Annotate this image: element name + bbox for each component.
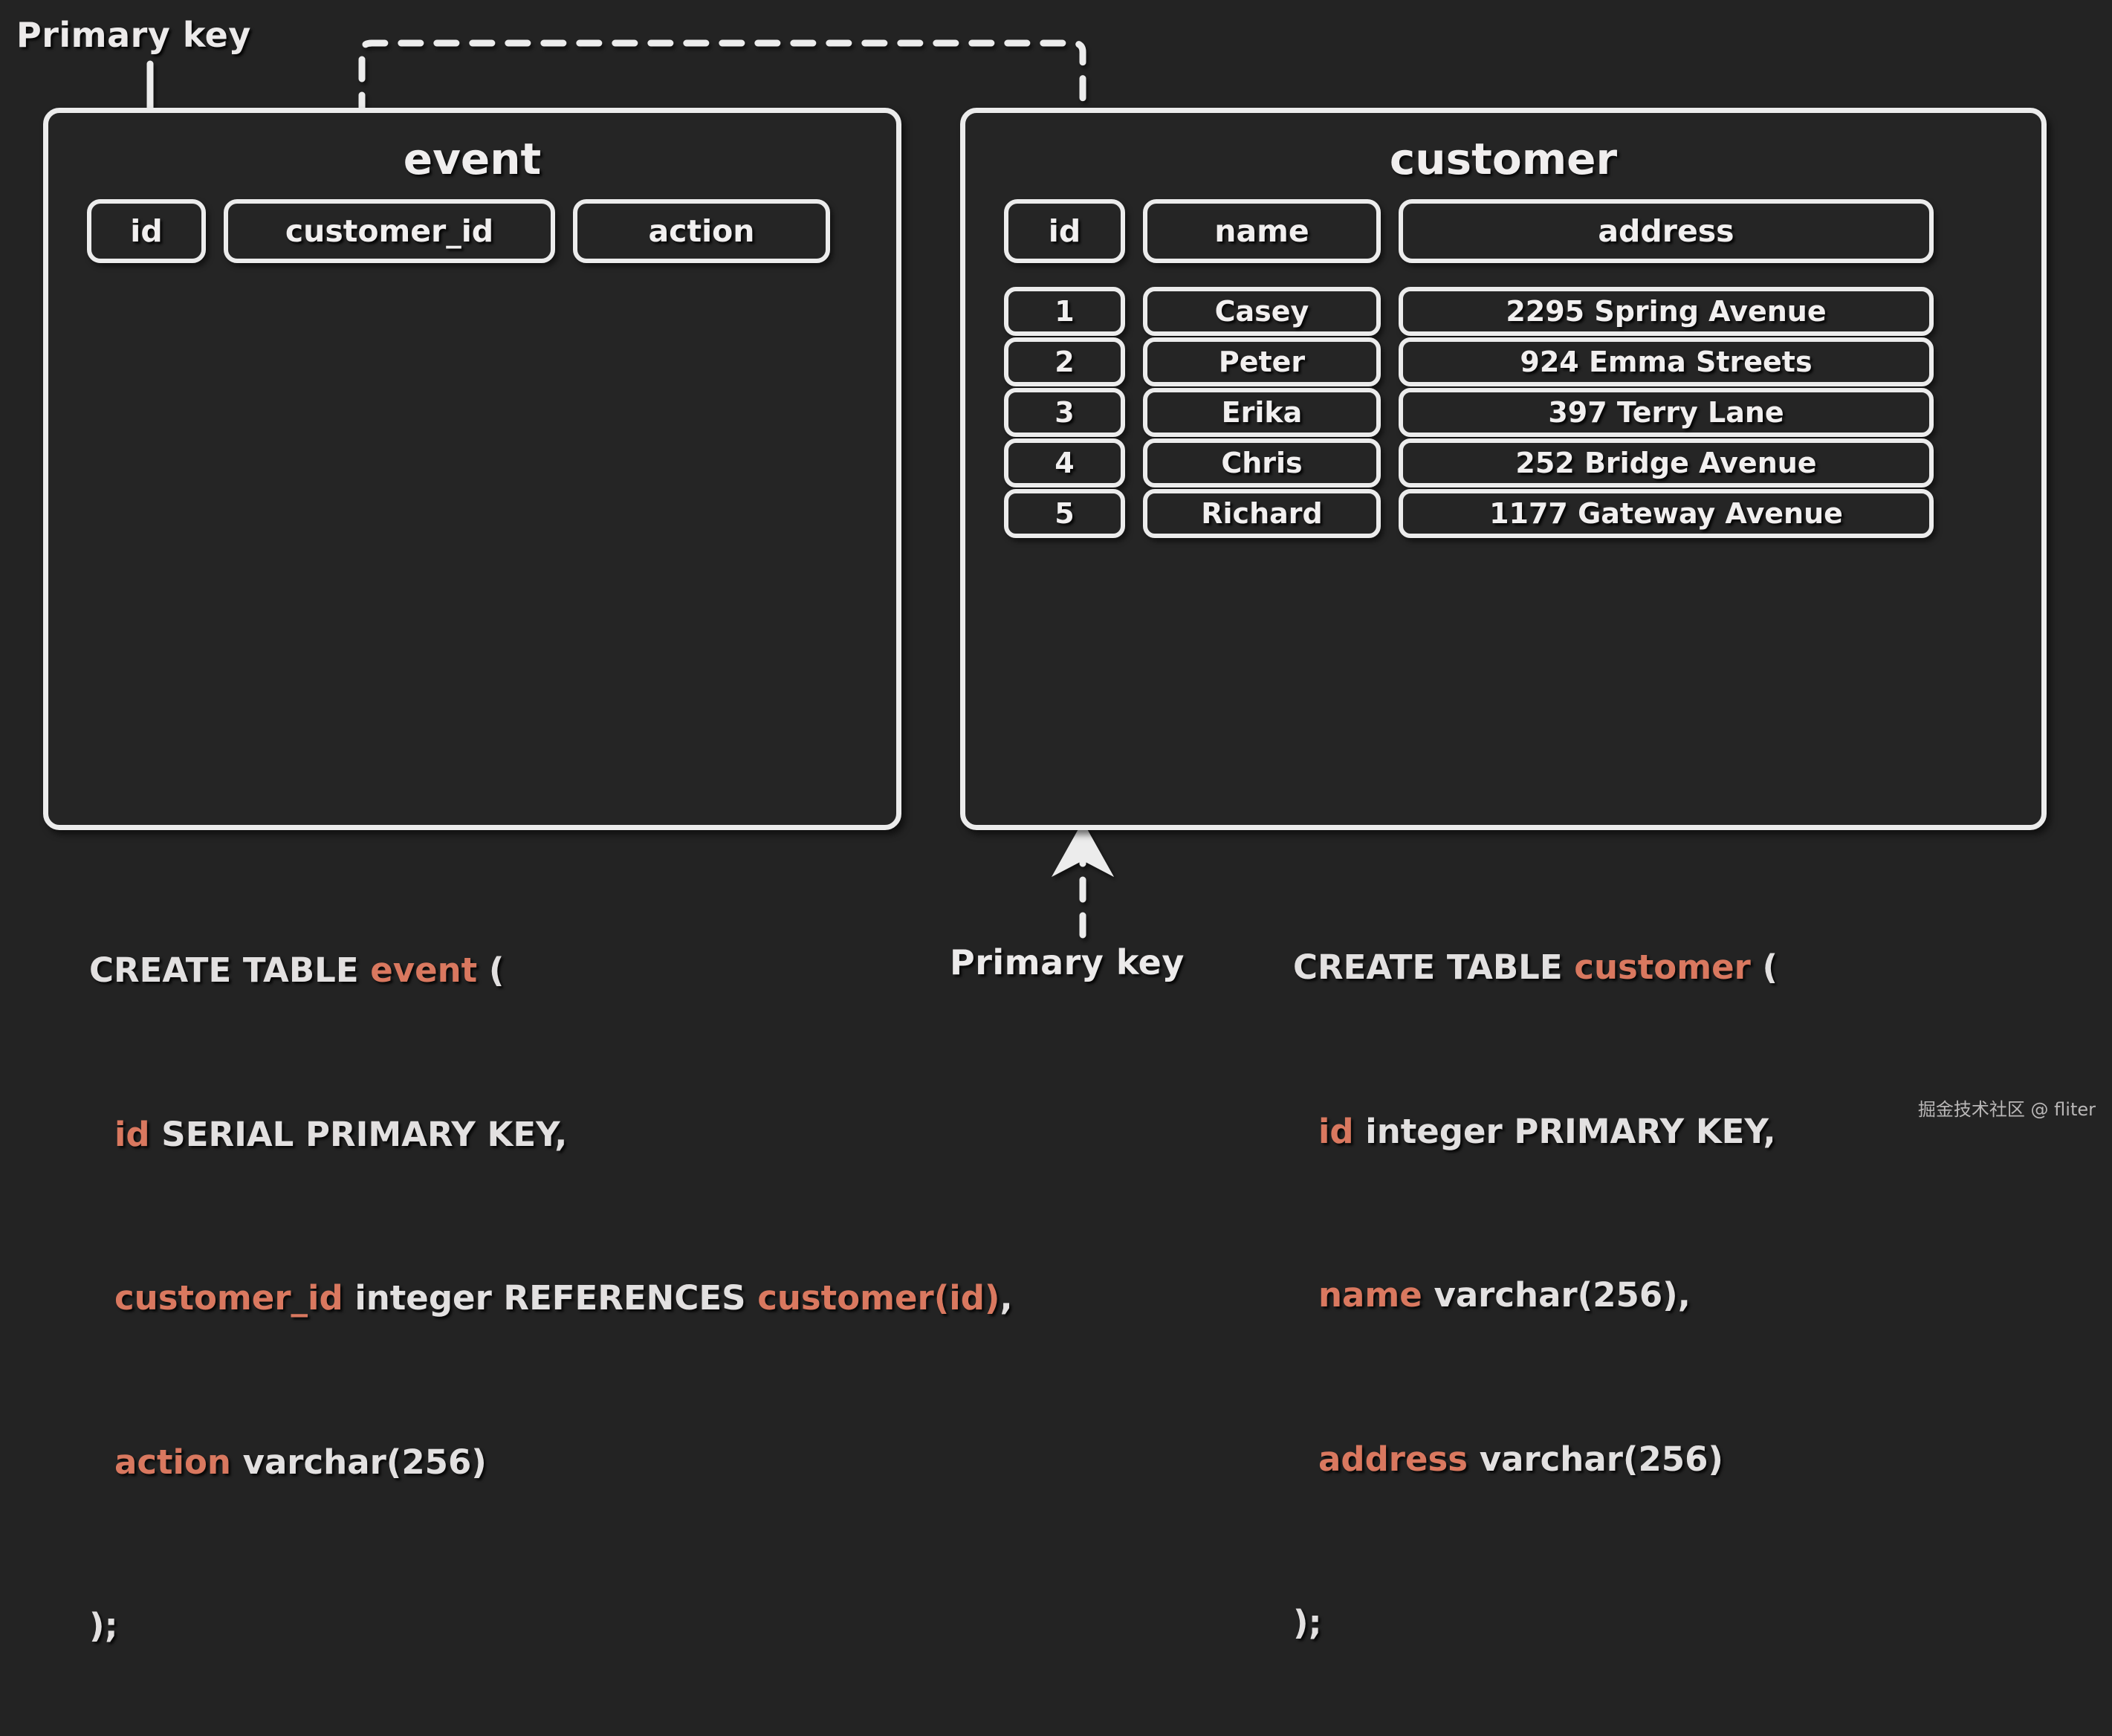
sql-line: address varchar(256) [1293,1439,1778,1494]
sql-identifier: id [1318,1111,1354,1151]
table-row: 1 Casey 2295 Spring Avenue [1004,287,1934,336]
sql-type: integer REFERENCES [343,1278,758,1318]
cell-customer-id: 1 [1004,287,1125,336]
table-row: 3 Erika 397 Terry Lane [1004,388,1934,437]
cell-customer-name: Chris [1143,438,1381,488]
cell-customer-name: Casey [1143,287,1381,336]
sql-type: SERIAL PRIMARY KEY, [149,1114,568,1154]
cell-customer-address: 397 Terry Lane [1399,388,1934,437]
table-title-event: event [403,134,542,184]
sql-line: name varchar(256), [1293,1277,1778,1330]
table-card-customer: customer id name address 1 Casey 2295 Sp… [960,108,2047,830]
sql-line: action varchar(256) [89,1442,1013,1497]
sql-line: ); [89,1607,1013,1661]
sql-punct: ( [1750,948,1778,987]
column-header-event-id[interactable]: id [87,199,206,263]
sql-line: customer_id integer REFERENCES customer(… [89,1280,1013,1333]
sql-identifier: name [1318,1275,1422,1315]
cell-customer-name: Erika [1143,388,1381,437]
column-header-customer-id[interactable]: id [1004,199,1125,263]
table-title-customer: customer [1389,134,1618,184]
diagram-canvas: Primary key Primary key event id custome… [16,15,2096,1645]
sql-punct: , [1000,1278,1013,1318]
column-header-customer-name[interactable]: name [1143,199,1381,263]
sql-identifier: customer_id [114,1278,343,1318]
sql-snippet-customer: CREATE TABLE customer ( id integer PRIMA… [1293,875,1778,1732]
table-header-row-customer: id name address [1004,199,1934,263]
sql-line: CREATE TABLE customer ( [1293,949,1778,1003]
table-row: 5 Richard 1177 Gateway Avenue [1004,489,1934,538]
cell-customer-address: 924 Emma Streets [1399,337,1934,386]
cell-customer-name: Richard [1143,489,1381,538]
sql-line: CREATE TABLE event ( [89,952,1013,1005]
sql-punct: ( [477,950,505,990]
sql-identifier: address [1318,1439,1468,1479]
table-card-event: event id customer_id action [43,108,901,830]
sql-type: integer PRIMARY KEY, [1353,1111,1776,1151]
table-row: 4 Chris 252 Bridge Avenue [1004,438,1934,488]
cell-customer-id: 3 [1004,388,1125,437]
column-header-customer-address[interactable]: address [1399,199,1934,263]
sql-type: varchar(256), [1422,1275,1691,1315]
sql-snippet-event: CREATE TABLE event ( id SERIAL PRIMARY K… [89,878,1013,1735]
cell-customer-id: 2 [1004,337,1125,386]
sql-identifier: event [370,950,478,990]
column-header-event-action[interactable]: action [573,199,830,263]
cell-customer-id: 5 [1004,489,1125,538]
sql-type: varchar(256) [1468,1439,1723,1479]
cell-customer-address: 1177 Gateway Avenue [1399,489,1934,538]
primary-key-label-bottom: Primary key [950,942,1185,982]
sql-identifier: id [114,1114,150,1154]
sql-type: varchar(256) [230,1442,487,1482]
cell-customer-name: Peter [1143,337,1381,386]
sql-identifier: customer [1574,948,1751,987]
sql-keyword: CREATE TABLE [1293,948,1575,987]
primary-key-label-top: Primary key [16,15,251,55]
sql-punct: ); [1293,1603,1322,1642]
column-header-event-customer-id[interactable]: customer_id [224,199,555,263]
sql-punct: ); [89,1606,118,1645]
cell-customer-id: 4 [1004,438,1125,488]
sql-reference: customer(id) [757,1278,1000,1318]
watermark: 掘金技术社区 @ fliter [1917,1099,2096,1120]
sql-identifier: action [114,1442,231,1482]
table-row: 2 Peter 924 Emma Streets [1004,337,1934,386]
sql-line: id SERIAL PRIMARY KEY, [89,1114,1013,1170]
cell-customer-address: 252 Bridge Avenue [1399,438,1934,488]
cell-customer-address: 2295 Spring Avenue [1399,287,1934,336]
table-header-row-event: id customer_id action [87,199,830,263]
sql-keyword: CREATE TABLE [89,950,371,990]
sql-line: ); [1293,1604,1778,1658]
